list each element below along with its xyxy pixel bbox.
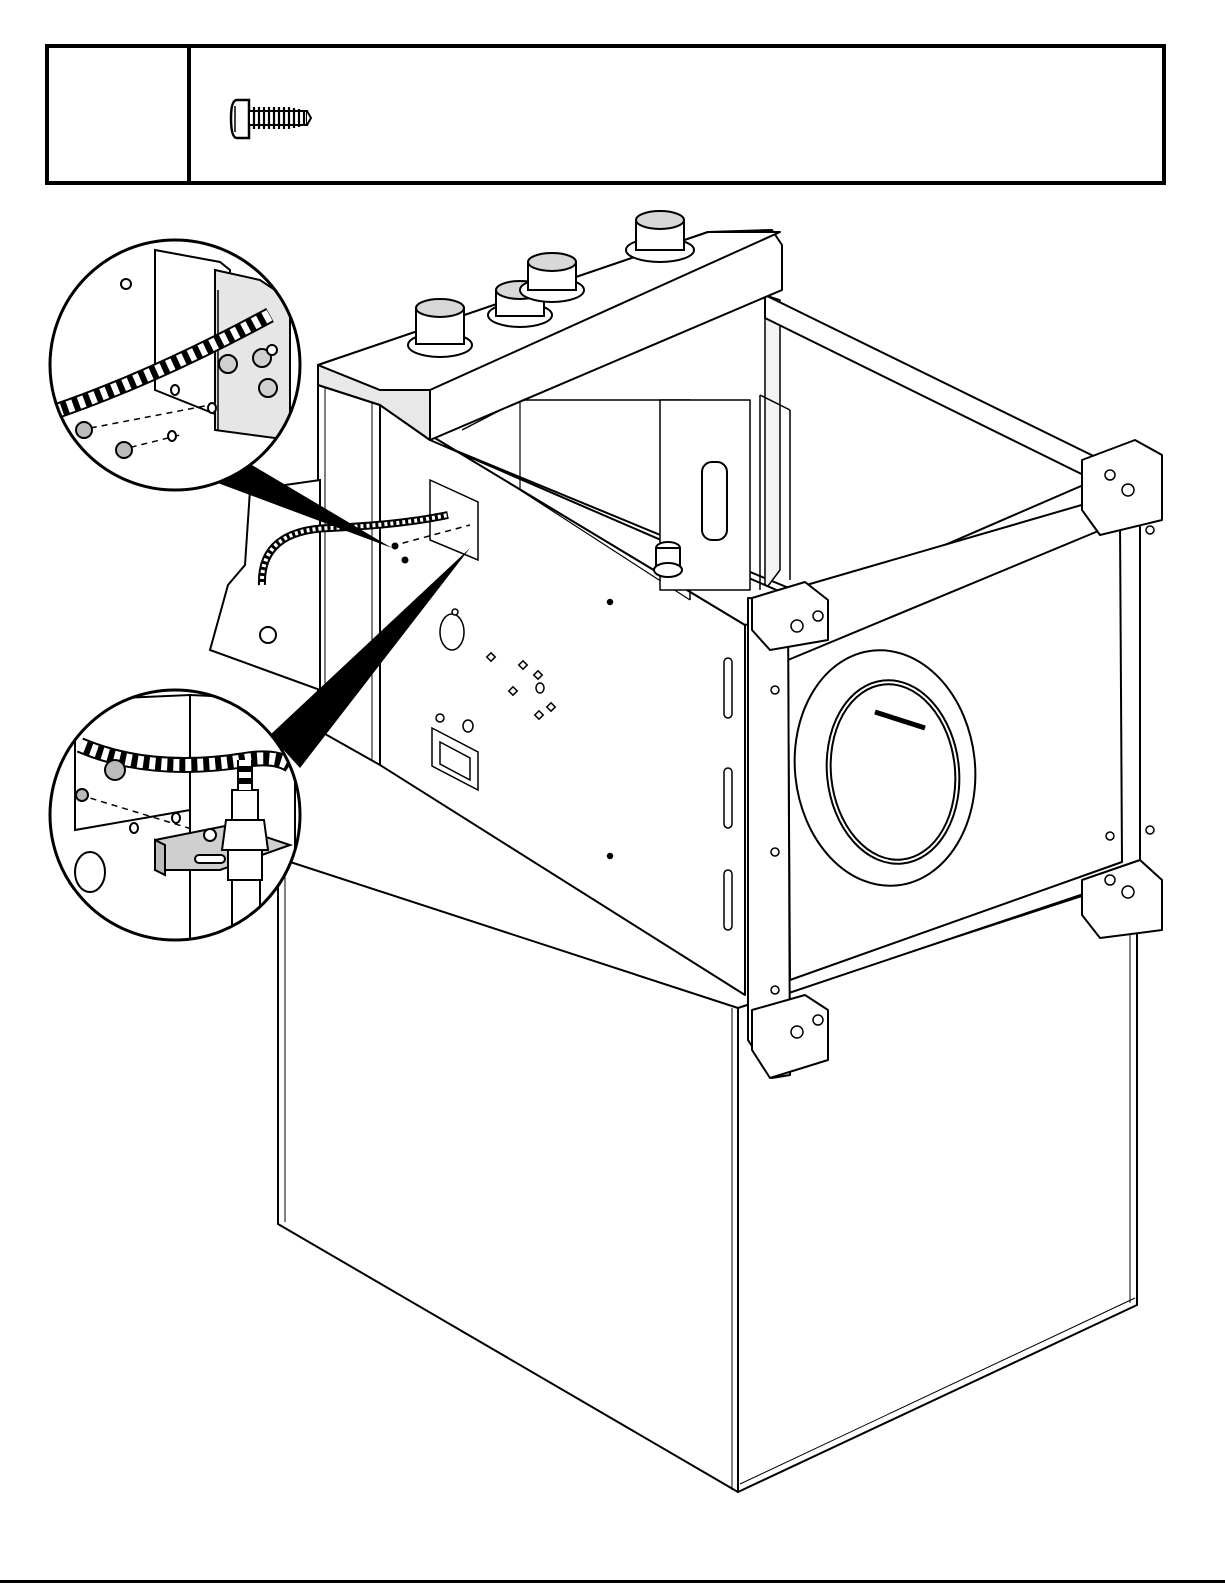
knob-3: [520, 253, 584, 302]
wire-harness-detail-callout: [45, 240, 300, 490]
gas-valve-bracket-detail-callout: [50, 690, 300, 940]
knob-4: [626, 211, 694, 262]
page-bottom-rule: [0, 1580, 1225, 1583]
knob-1: [408, 299, 472, 357]
